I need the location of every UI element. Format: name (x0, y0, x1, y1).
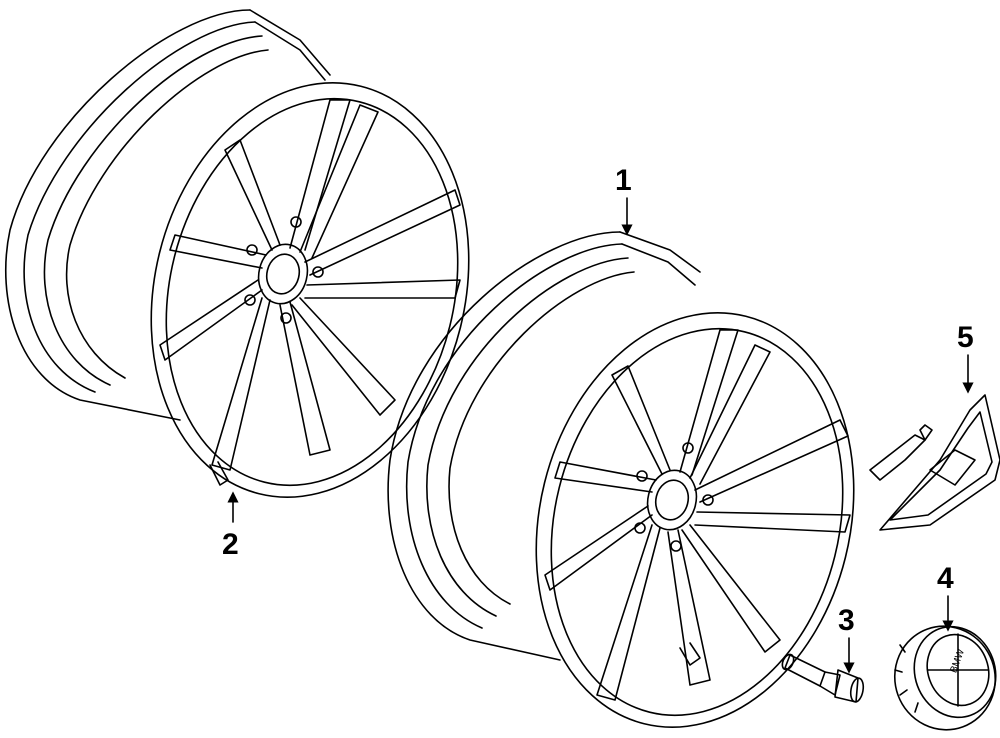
trim-insert-icon (869, 394, 1000, 531)
callout-center-cap: 4 (937, 562, 954, 595)
callout-front-wheel: 1 (615, 164, 632, 197)
lug-bolt-icon (781, 653, 865, 703)
center-cap-icon (893, 625, 997, 731)
front-wheel-icon (387, 231, 855, 728)
callout-rear-wheel: 2 (222, 528, 239, 561)
rear-wheel-icon (4, 9, 470, 498)
callout-wheel-bolt: 3 (838, 604, 855, 637)
callout-valve-cover: 5 (957, 321, 974, 354)
